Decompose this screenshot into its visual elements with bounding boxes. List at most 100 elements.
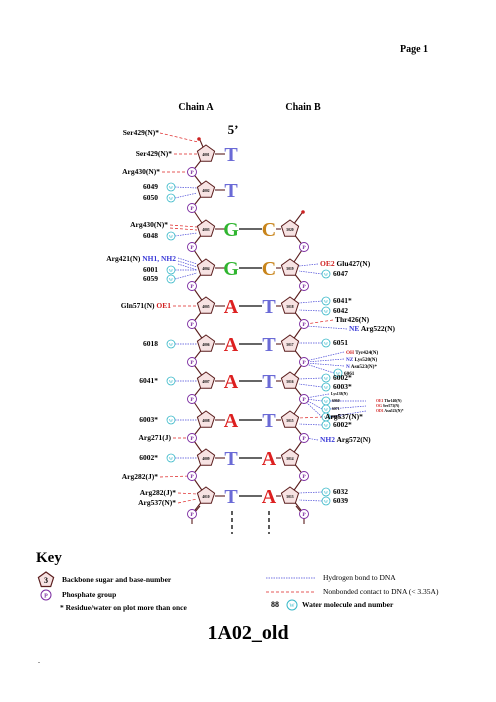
right-contact-label: Lys138(N) bbox=[331, 392, 348, 396]
phosphate-label: P bbox=[302, 322, 306, 328]
sugar-number: 5020 bbox=[286, 228, 293, 232]
strand-terminus bbox=[197, 137, 201, 141]
water-circle bbox=[321, 306, 331, 316]
label-part-post: Lys520(N) bbox=[353, 356, 377, 363]
right-contact-label: Arg537(N)* bbox=[325, 412, 363, 421]
hydrogen-bond-line bbox=[174, 192, 198, 199]
chain-b-base: T bbox=[262, 410, 276, 432]
hydrogen-bond-line bbox=[298, 377, 323, 380]
label-part-hl: OD1 bbox=[376, 409, 384, 413]
right-contact-label: Thr426(N) bbox=[335, 315, 370, 324]
water-node: W bbox=[321, 306, 331, 316]
key-phosphate-text: Phosphate group bbox=[62, 590, 116, 599]
left-contact-label: Arg421(N) NH1, NH2 bbox=[106, 254, 176, 263]
label-part-post: Thr140(N) bbox=[383, 399, 402, 403]
label-part-pre: Gln571(N) bbox=[121, 301, 157, 310]
phosphate-circle bbox=[187, 319, 197, 329]
water-circle bbox=[321, 296, 331, 306]
left-contact-label: 6049 bbox=[143, 182, 158, 191]
phosphate-label: P bbox=[302, 284, 306, 290]
right-contact-label: 6047 bbox=[333, 269, 348, 278]
sugar-pentagon bbox=[280, 258, 300, 276]
phosphate-circle bbox=[299, 357, 309, 367]
sugar-pentagon bbox=[280, 334, 300, 352]
water-label: W bbox=[324, 415, 329, 420]
hydrogen-bond-line bbox=[298, 300, 323, 304]
water-circle bbox=[166, 453, 176, 463]
water-circle bbox=[166, 231, 176, 241]
hydrogen-bond-line bbox=[174, 272, 198, 280]
sugar-number: 5015 bbox=[286, 419, 293, 423]
phosphate-circle bbox=[187, 509, 197, 519]
sugar-number: 4001 bbox=[202, 153, 209, 157]
key-sugar-symbol: 3 bbox=[37, 571, 55, 588]
sugar-node: 4003 bbox=[196, 219, 216, 237]
sugar-node: 4005 bbox=[196, 296, 216, 314]
page-dot: . bbox=[38, 656, 40, 665]
right-contact-label: 6051 bbox=[333, 338, 348, 347]
phosphate-label: P bbox=[302, 360, 306, 366]
water-circle bbox=[166, 182, 176, 192]
right-contact-label: 6002* bbox=[333, 373, 352, 382]
hydrogen-bond-line bbox=[177, 260, 198, 268]
phosphate-node: P bbox=[299, 433, 309, 443]
sugar-pentagon bbox=[196, 296, 216, 314]
five-prime-label: 5’ bbox=[228, 122, 239, 137]
sugar-number: 5017 bbox=[286, 343, 293, 347]
left-contact-label: Arg282(J)* bbox=[140, 488, 176, 497]
sugar-number: 5016 bbox=[286, 380, 293, 384]
water-node: W bbox=[166, 274, 176, 284]
chain-a-base: T bbox=[224, 144, 238, 166]
label-part-pre: Arg421(N) bbox=[106, 254, 142, 263]
sugar-pentagon bbox=[280, 371, 300, 389]
chain-b-base: A bbox=[262, 486, 277, 508]
left-contact-label: 6002* bbox=[139, 453, 158, 462]
right-contact-label: 6041* bbox=[333, 296, 352, 305]
nonbonded-contact-line bbox=[177, 498, 198, 504]
left-contact-label: Arg537(N)* bbox=[138, 498, 176, 507]
water-label: W bbox=[324, 490, 329, 495]
left-contact-label: 6003* bbox=[139, 415, 158, 424]
water-node: W bbox=[321, 420, 331, 430]
water-label: W bbox=[324, 399, 329, 404]
water-label: W bbox=[324, 299, 329, 304]
label-part-post: Ser573(N) bbox=[382, 404, 400, 408]
label-part-hl: OH bbox=[346, 350, 354, 356]
water-label: W bbox=[324, 385, 329, 390]
water-node: W bbox=[321, 396, 331, 406]
phosphate-label: P bbox=[190, 512, 194, 518]
phosphate-label: P bbox=[190, 436, 194, 442]
label-part-post: Arg522(N) bbox=[359, 324, 395, 333]
water-label: W bbox=[169, 456, 174, 461]
key-phosphate-symbol: P bbox=[40, 589, 52, 601]
svg-text:3: 3 bbox=[44, 576, 48, 585]
label-part-hl: OG bbox=[376, 404, 382, 408]
label-part-hl: NZ bbox=[346, 357, 354, 363]
sugar-number: 4009 bbox=[202, 457, 209, 461]
sugar-number: 4005 bbox=[202, 305, 209, 309]
sugar-node: 4008 bbox=[196, 410, 216, 428]
sugar-pentagon bbox=[196, 144, 216, 162]
phosphate-node: P bbox=[187, 394, 197, 404]
label-part-hl: OE1 bbox=[156, 301, 171, 310]
water-node: W bbox=[321, 296, 331, 306]
hydrogen-bond-line bbox=[298, 383, 323, 388]
sugar-node: 4009 bbox=[196, 448, 216, 466]
sugar-node: 4001 bbox=[196, 144, 216, 162]
water-label: W bbox=[169, 277, 174, 282]
nonbonded-contact-line bbox=[159, 475, 191, 478]
water-node: W bbox=[321, 496, 331, 506]
phosphate-node: P bbox=[299, 242, 309, 252]
water-label: W bbox=[169, 342, 174, 347]
right-contact-label: 6039 bbox=[333, 496, 348, 505]
water-circle bbox=[166, 415, 176, 425]
nonbonded-contact-line bbox=[177, 492, 198, 495]
nonbonded-contact-line bbox=[159, 132, 199, 143]
water-circle bbox=[166, 339, 176, 349]
key-nonbond-text: Nonbonded contact to DNA (< 3.35A) bbox=[323, 587, 439, 596]
phosphate-circle bbox=[299, 471, 309, 481]
structure-title: 1A02_old bbox=[207, 622, 289, 644]
right-contact-label: 6068 bbox=[332, 415, 340, 419]
